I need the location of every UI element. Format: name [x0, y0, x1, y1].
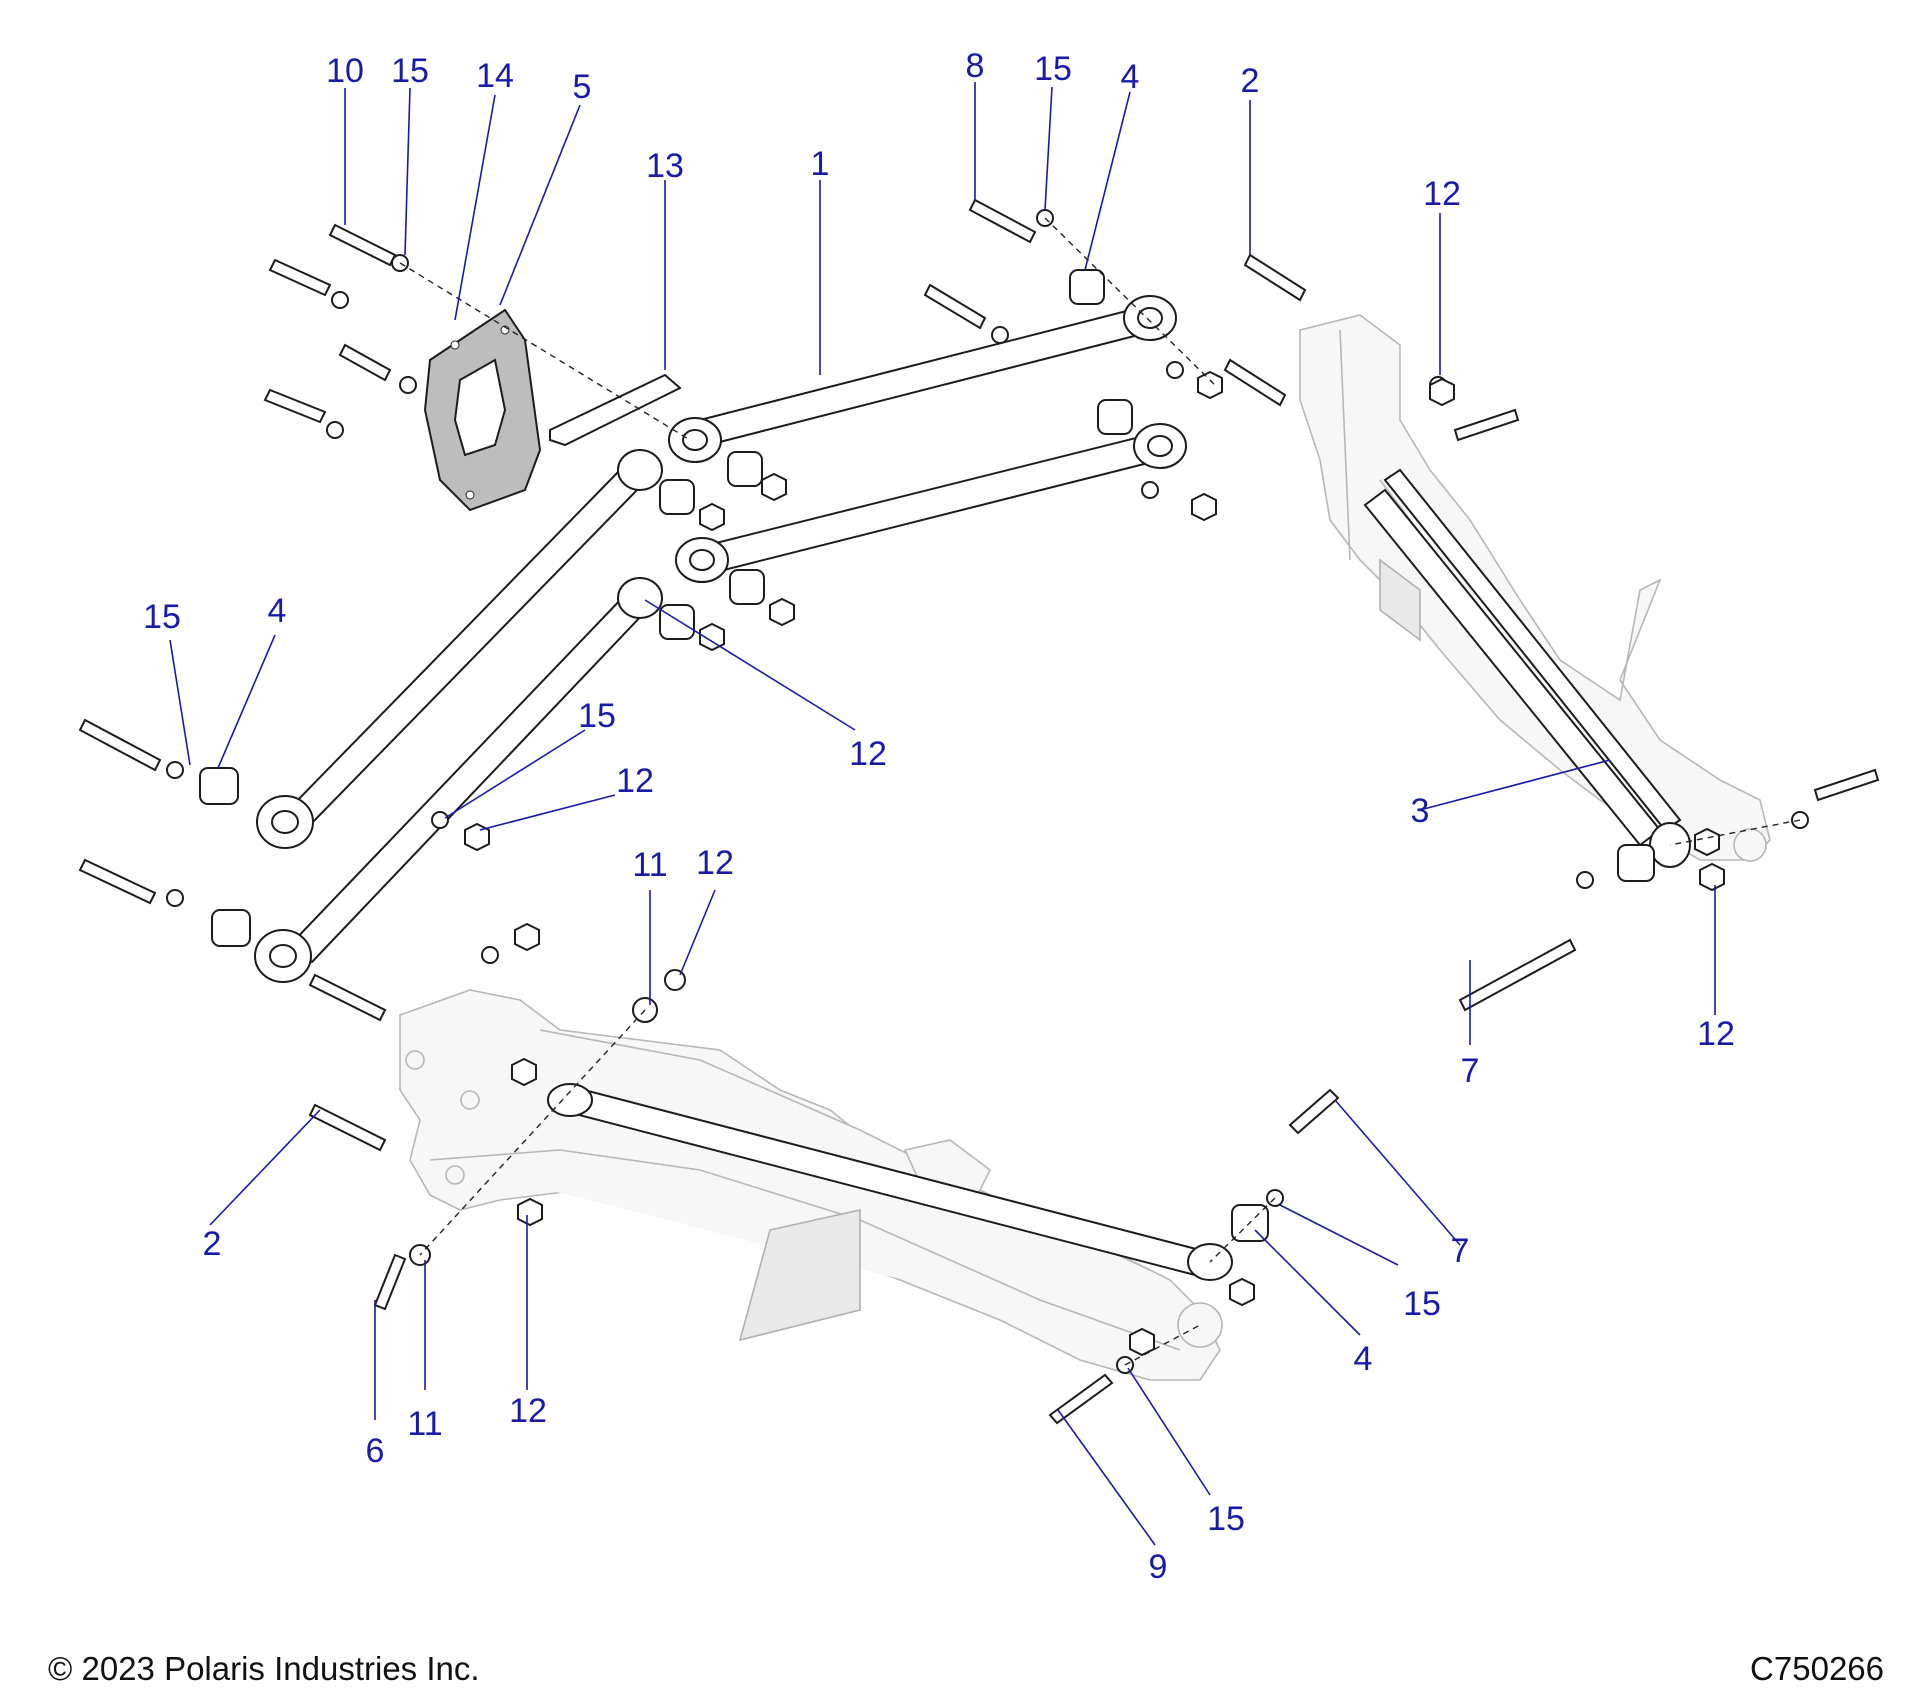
- callout-15: 15: [143, 598, 181, 636]
- callout-9: 9: [1149, 1548, 1168, 1586]
- callout-12: 12: [849, 735, 887, 773]
- callout-14: 14: [476, 57, 514, 95]
- radius-rod-right: [1363, 468, 1691, 868]
- copyright-notice: © 2023 Polaris Industries Inc.: [48, 1650, 480, 1687]
- left-trailing-arm: [399, 989, 1223, 1381]
- callout-labels: 1 2 2 3 4 4 4 5 6 7 7 8 9 10 11 11 12 12…: [143, 47, 1735, 1586]
- callout-1: 1: [811, 145, 830, 183]
- callout-12: 12: [696, 844, 734, 882]
- callout-15: 15: [391, 52, 429, 90]
- control-arm-lower-front: [256, 449, 663, 849]
- callout-12: 12: [509, 1392, 547, 1430]
- callout-4: 4: [1354, 1340, 1373, 1378]
- callout-2: 2: [203, 1225, 222, 1263]
- bushings: [199, 269, 1655, 1242]
- callout-11: 11: [407, 1405, 442, 1443]
- control-arm-lower-rear: [254, 577, 663, 983]
- control-arm-upper-front: [668, 295, 1177, 463]
- callout-12: 12: [1697, 1015, 1735, 1053]
- callout-6: 6: [366, 1432, 385, 1470]
- callout-15: 15: [1034, 50, 1072, 88]
- assembly-lines: [399, 217, 1801, 1366]
- callout-15: 15: [1207, 1500, 1245, 1538]
- callout-5: 5: [573, 68, 592, 106]
- callout-15: 15: [1403, 1285, 1441, 1323]
- mounting-plate: [423, 308, 542, 512]
- callout-4: 4: [268, 592, 287, 630]
- callout-15: 15: [578, 697, 616, 735]
- callout-7: 7: [1461, 1052, 1480, 1090]
- leader-lines: [169, 82, 1716, 1546]
- right-trailing-arm: [1299, 314, 1771, 862]
- callout-10: 10: [326, 52, 364, 90]
- drawing-id: C750266: [1750, 1650, 1884, 1687]
- callout-13: 13: [646, 147, 684, 185]
- callout-4: 4: [1121, 58, 1140, 96]
- callout-7: 7: [1451, 1232, 1470, 1270]
- callout-3: 3: [1411, 792, 1430, 830]
- callout-2: 2: [1241, 62, 1260, 100]
- control-arm-upper-rear: [675, 423, 1187, 583]
- callout-12: 12: [1423, 175, 1461, 213]
- callout-11: 11: [632, 846, 667, 884]
- callout-12: 12: [616, 762, 654, 800]
- heat-shield: [549, 373, 682, 447]
- bolts: [78, 198, 1880, 1425]
- callout-8: 8: [966, 47, 985, 85]
